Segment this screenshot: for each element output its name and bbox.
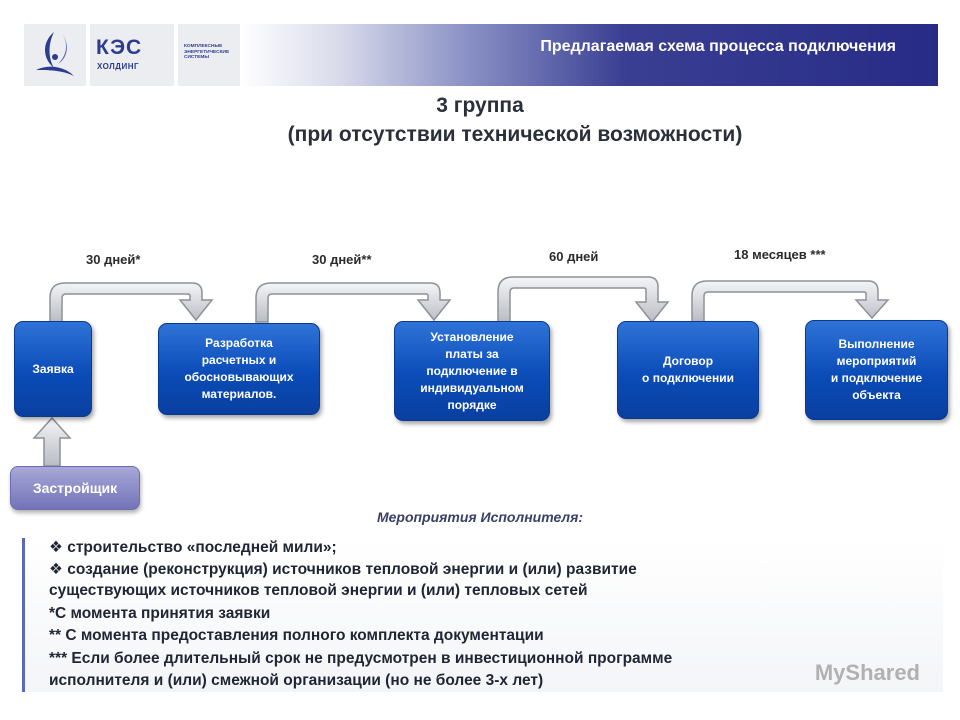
- duration-label: 60 дней: [549, 249, 599, 264]
- step-label: Выполнение мероприятий и подключение объ…: [830, 337, 923, 402]
- notes-panel: ❖ строительство «последней мили»; ❖ созд…: [22, 538, 943, 692]
- step-fee-setting: Установление платы за подключение в инди…: [394, 321, 550, 421]
- step-connection-contract: Договор о подключении: [617, 321, 759, 419]
- connector-arrow-4: [691, 280, 890, 323]
- duration-label: 30 дней**: [312, 252, 372, 267]
- group-subheading: (при отсутствии технической возможности): [287, 123, 743, 146]
- note-line: исполнителя и (или) смежной организации …: [49, 672, 544, 689]
- duration-label: 30 дней*: [86, 252, 141, 267]
- logo-swirl-icon: [36, 32, 74, 76]
- step-application: Заявка: [14, 321, 92, 417]
- note-line: существующих источников тепловой энергии…: [49, 582, 588, 599]
- header: КЭС ХОЛДИНГ Комплексные энергетические с…: [24, 24, 938, 86]
- step-label: Разработка расчетных и обосновывающих ма…: [184, 336, 294, 401]
- logo-main-text: КЭС: [96, 36, 143, 59]
- builder-up-arrow: [32, 416, 72, 467]
- step-execution-connection: Выполнение мероприятий и подключение объ…: [805, 320, 948, 420]
- note-line: *С момента принятия заявки: [49, 605, 271, 622]
- note-line: *** Если более длительный срок не предус…: [49, 650, 673, 667]
- connector-arrow-2: [255, 282, 452, 323]
- logo-tagline-tile: Комплексные энергетические системы: [178, 24, 240, 86]
- logo-mark: [24, 24, 86, 86]
- step-label: Заявка: [32, 361, 74, 376]
- logo-tagline: Комплексные энергетические системы: [184, 44, 230, 61]
- step-materials-development: Разработка расчетных и обосновывающих ма…: [158, 323, 320, 415]
- activities-title: Мероприятия Исполнителя:: [376, 509, 584, 525]
- logo-sub-text: ХОЛДИНГ: [97, 62, 140, 71]
- header-band: Предлагаемая схема процесса подключения: [240, 24, 938, 86]
- note-line: ** С момента предоставления полного комп…: [49, 627, 544, 644]
- step-label: Договор о подключении: [642, 354, 734, 385]
- note-line: ❖ создание (реконструкция) источников те…: [49, 561, 637, 578]
- group-heading: 3 группа: [436, 94, 524, 117]
- step-label: Установление платы за подключение в инди…: [420, 329, 524, 412]
- connector-arrow-3: [497, 276, 670, 324]
- builder-box: Застройщик: [10, 466, 140, 510]
- logo-wordmark: КЭС ХОЛДИНГ: [90, 24, 174, 86]
- connector-arrow-1: [49, 282, 214, 323]
- watermark: MyShared: [814, 660, 920, 685]
- duration-label: 18 месяцев ***: [734, 247, 826, 262]
- slide-title: Предлагаемая схема процесса подключения: [540, 38, 896, 55]
- note-line: ❖ строительство «последней мили»;: [49, 539, 337, 556]
